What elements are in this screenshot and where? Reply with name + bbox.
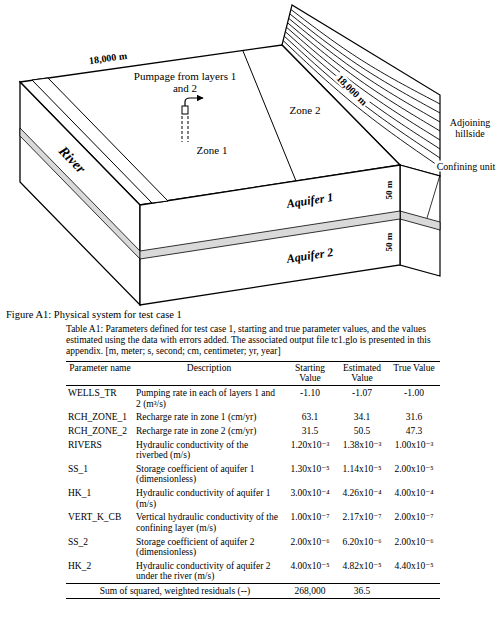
table-cell: 1.00x10⁻⁷ — [284, 510, 336, 534]
table-cell: Sum of squared, weighted residuals (--) — [66, 584, 284, 599]
hillside-label: Adjoining hillside — [443, 117, 497, 139]
table-cell: 47.3 — [388, 424, 440, 438]
table-cell: HK_1 — [66, 486, 134, 510]
front-face — [140, 165, 400, 305]
table-cell: 2.00x10⁻⁷ — [388, 510, 440, 534]
table-cell: 31.5 — [284, 424, 336, 438]
table-cell: 4.00x10⁻⁴ — [388, 486, 440, 510]
table-header: Description — [134, 361, 284, 385]
table-cell: 1.14x10⁻⁵ — [336, 462, 388, 486]
table-cell — [388, 584, 440, 599]
thickness-label: 50 m — [385, 231, 395, 254]
table-cell: 3.00x10⁻⁴ — [284, 486, 336, 510]
table-cell: -1.00 — [388, 386, 440, 411]
table-cell: 2.00x10⁻⁶ — [284, 535, 336, 559]
dimension-label: 18,000 m — [86, 50, 129, 67]
table-row: HK_2Hydraulic conductivity of aquifer 2 … — [66, 559, 440, 584]
zone-label: Zone 1 — [195, 144, 230, 156]
river-band — [32, 78, 168, 203]
table-cell: 63.1 — [284, 410, 336, 424]
table-cell: 1.30x10⁻⁵ — [284, 462, 336, 486]
table-cell: HK_2 — [66, 559, 134, 584]
table-row: HK_1Hydraulic conductivity of aquifer 1 … — [66, 486, 440, 510]
table-cell: -1.10 — [284, 386, 336, 411]
confining-unit-label: Confining unit — [435, 161, 498, 172]
table-cell: 50.5 — [336, 424, 388, 438]
table-row: RCH_ZONE_2Recharge rate in zone 2 (cm/yr… — [66, 424, 440, 438]
table-row: Parameter nameDescriptionStarting ValueE… — [66, 361, 440, 385]
table-cell: RIVERS — [66, 438, 134, 462]
table-cell: 4.40x10⁻⁵ — [388, 559, 440, 584]
confining-unit-band — [400, 211, 440, 230]
table-row: RCH_ZONE_1Recharge rate in zone 1 (cm/yr… — [66, 410, 440, 424]
table-cell: Hydraulic conductivity of aquifer 2 unde… — [134, 559, 284, 584]
figure-caption: Figure A1: Physical system for test case… — [6, 309, 182, 321]
table-row: VERT_K_CBVertical hydraulic conductivity… — [66, 510, 440, 534]
pumpage-label: Pumpage from layers 1 and 2 — [131, 70, 239, 94]
table-cell: -1.07 — [336, 386, 388, 411]
table-row: SS_2Storage coefficient of aquifer 2 (di… — [66, 535, 440, 559]
table-cell: Pumping rate in each of layers 1 and 2 (… — [134, 386, 284, 411]
table-cell: 2.00x10⁻⁶ — [388, 535, 440, 559]
table-row: WELLS_TRPumping rate in each of layers 1… — [66, 386, 440, 411]
pumpage-arrow — [185, 98, 203, 106]
table-cell: Storage coefficient of aquifer 1 (dimens… — [134, 462, 284, 486]
table-cell: 31.6 — [388, 410, 440, 424]
table-row: RIVERSHydraulic conductivity of the rive… — [66, 438, 440, 462]
table-cell: Hydraulic conductivity of aquifer 1 (m/s… — [134, 486, 284, 510]
table-row: Sum of squared, weighted residuals (--)2… — [66, 584, 440, 599]
table-cell: 4.26x10⁻⁴ — [336, 486, 388, 510]
table-cell: 1.00x10⁻³ — [388, 438, 440, 462]
table-cell: Storage coefficient of aquifer 2 (dimens… — [134, 535, 284, 559]
table-cell: 1.38x10⁻³ — [336, 438, 388, 462]
table-cell: Recharge rate in zone 2 (cm/yr) — [134, 424, 284, 438]
table-cell: 6.20x10⁻⁶ — [336, 535, 388, 559]
table-header: True Value — [388, 361, 440, 385]
table-caption: Table A1: Parameters defined for test ca… — [66, 324, 440, 357]
table-cell: Vertical hydraulic conductivity of the c… — [134, 510, 284, 534]
confining-layer-front — [140, 211, 400, 259]
table-cell: 2.17x10⁻⁷ — [336, 510, 388, 534]
table-cell: WELLS_TR — [66, 386, 134, 411]
table-cell: 4.82x10⁻⁵ — [336, 559, 388, 584]
well-head — [182, 106, 188, 114]
table-cell: 268,000 — [284, 584, 336, 599]
table-row: SS_1Storage coefficient of aquifer 1 (di… — [66, 462, 440, 486]
hillside-side-face — [400, 165, 440, 276]
table-header: Parameter name — [66, 361, 134, 385]
table-cell: RCH_ZONE_1 — [66, 410, 134, 424]
table-cell: Hydraulic conductivity of the riverbed (… — [134, 438, 284, 462]
table-cell: 2.00x10⁻⁵ — [388, 462, 440, 486]
parameter-table: Parameter nameDescriptionStarting ValueE… — [66, 361, 440, 599]
table-header: Starting Value — [284, 361, 336, 385]
well-casing — [182, 116, 183, 142]
table-cell: 1.20x10⁻³ — [284, 438, 336, 462]
table-cell: 4.00x10⁻⁵ — [284, 559, 336, 584]
table-cell: SS_2 — [66, 535, 134, 559]
table-header: Estimated Value — [336, 361, 388, 385]
well-casing — [188, 116, 189, 142]
zone-label: Zone 2 — [288, 104, 323, 116]
thickness-label: 50 m — [385, 179, 395, 202]
table-cell: VERT_K_CB — [66, 510, 134, 534]
confining-layer-left — [20, 128, 140, 259]
table-cell: 36.5 — [336, 584, 388, 599]
table-cell: Recharge rate in zone 1 (cm/yr) — [134, 410, 284, 424]
table-cell: SS_1 — [66, 462, 134, 486]
table-cell: RCH_ZONE_2 — [66, 424, 134, 438]
table-cell: 34.1 — [336, 410, 388, 424]
leader-line — [427, 175, 440, 218]
